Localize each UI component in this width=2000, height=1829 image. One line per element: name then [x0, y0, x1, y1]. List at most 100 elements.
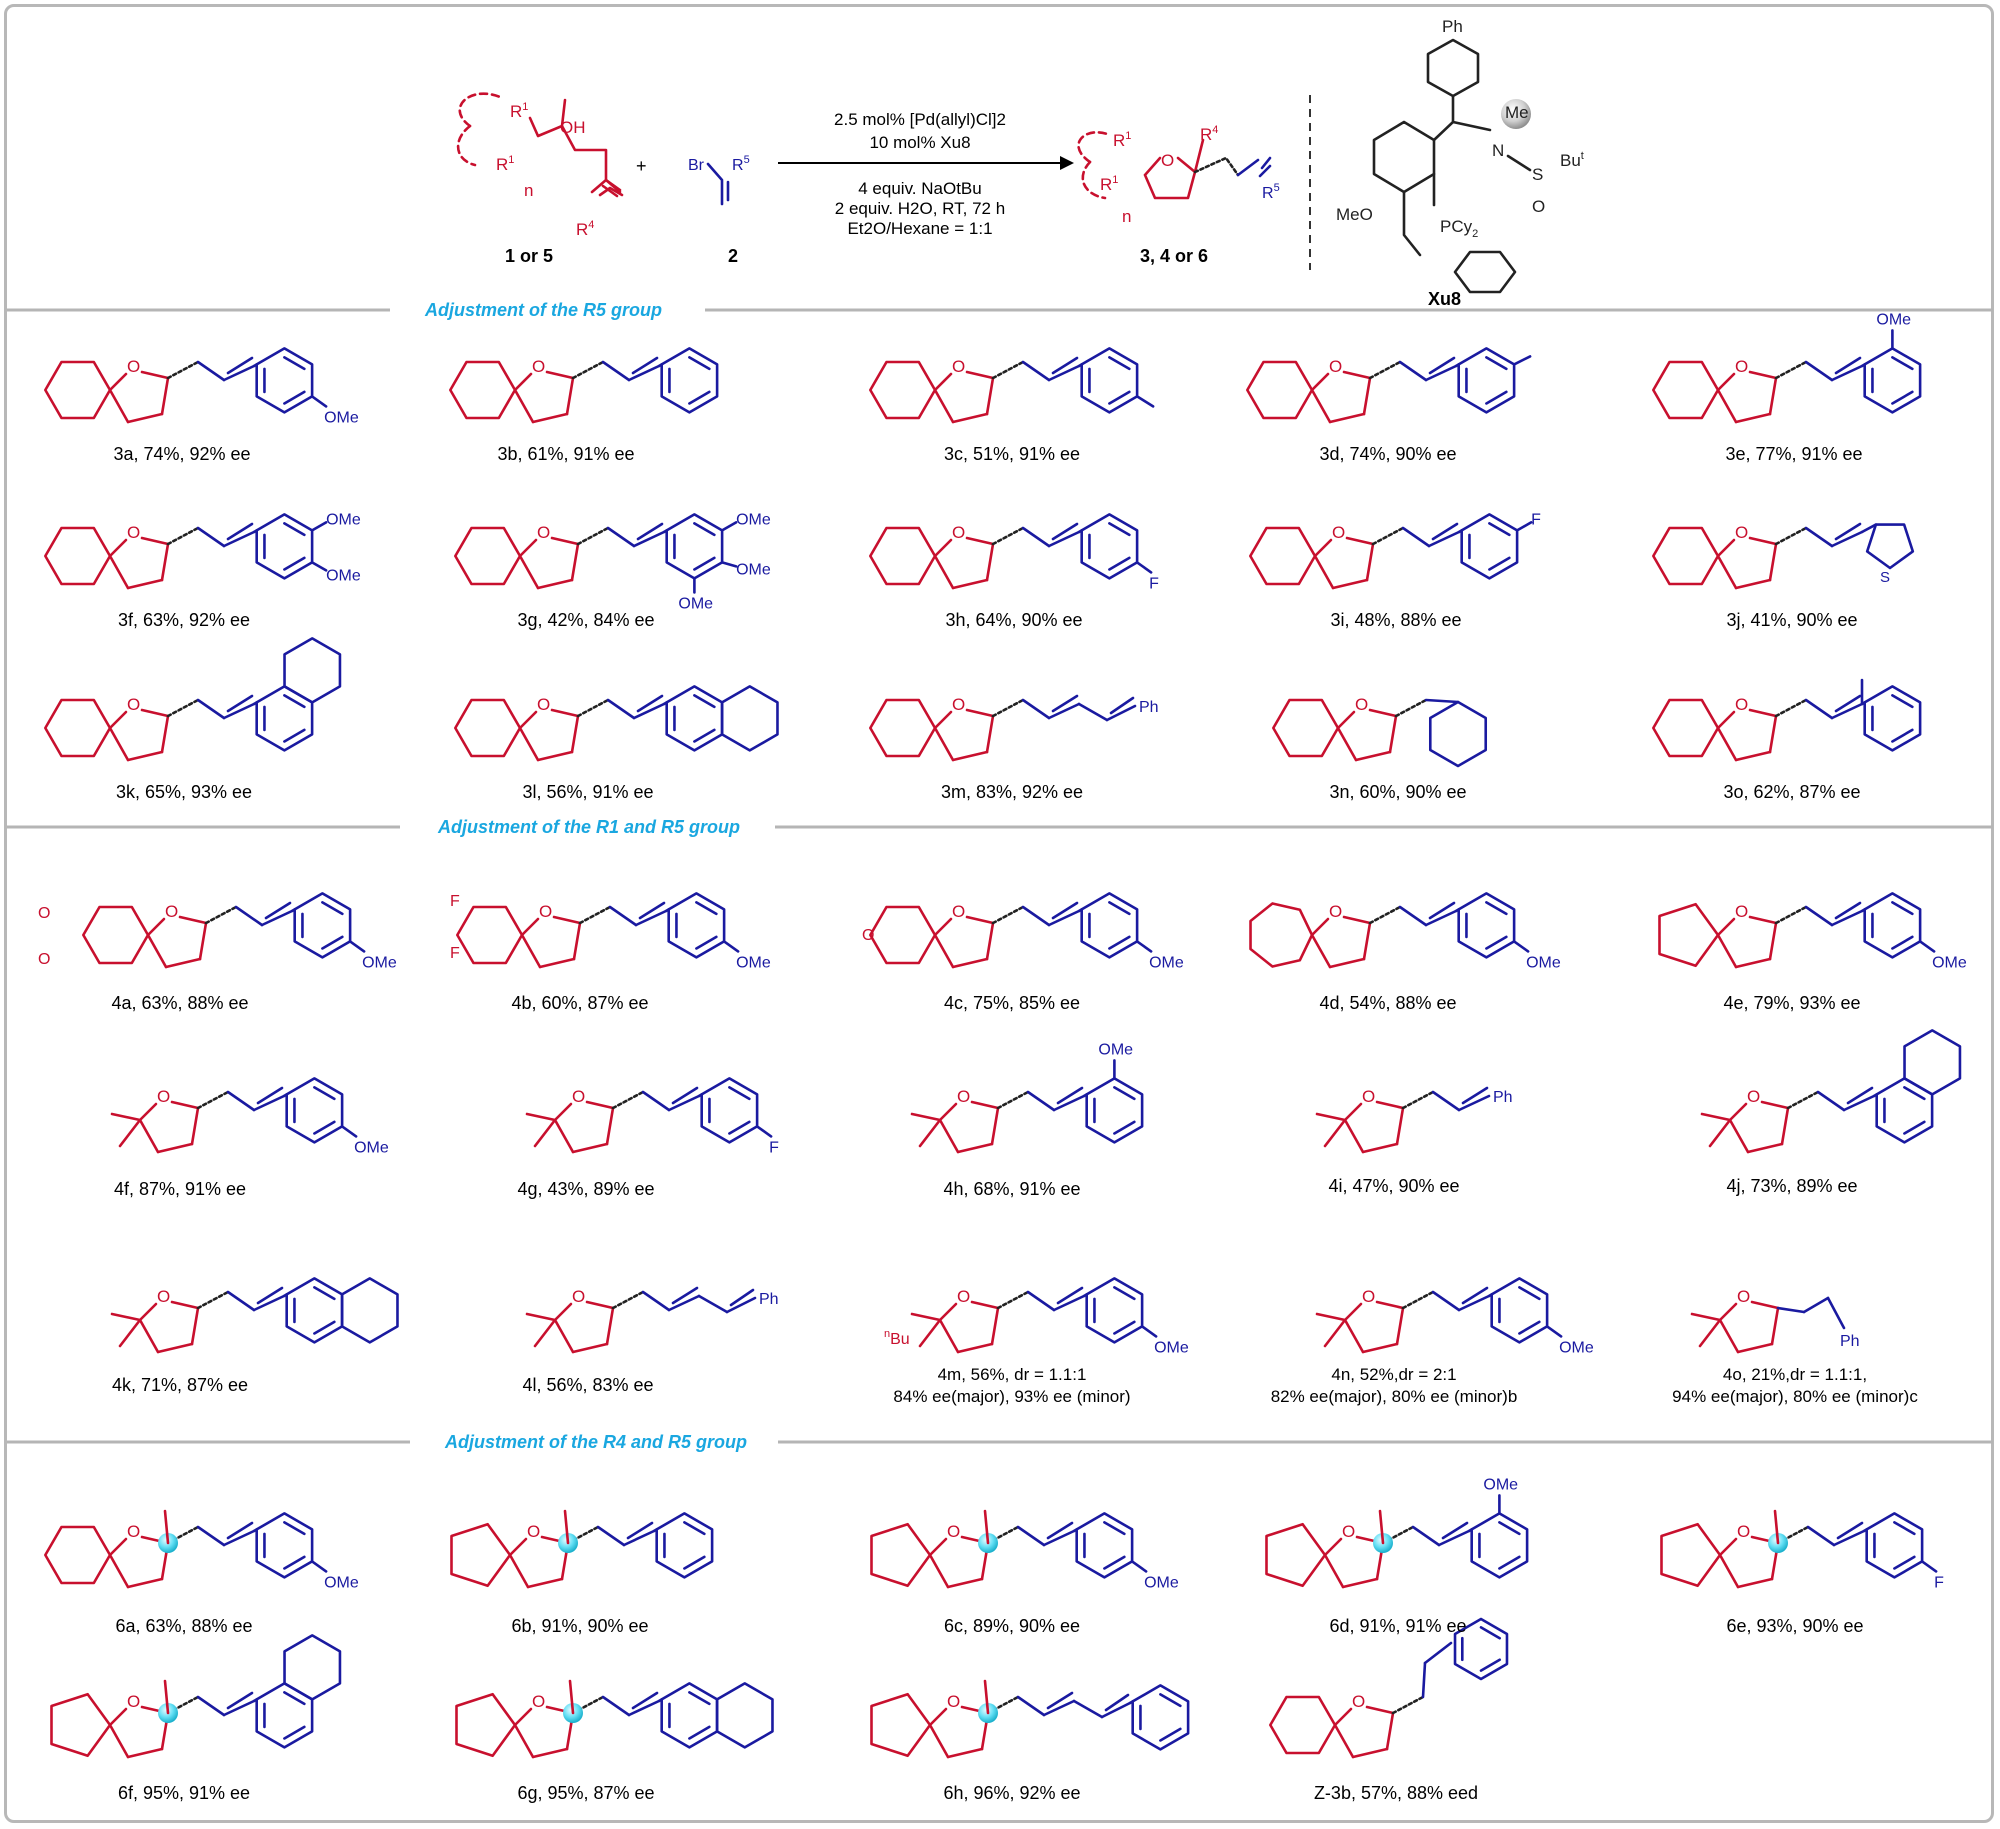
ligand-label: Xu8 [1428, 289, 1461, 309]
svg-text:O: O [38, 951, 50, 968]
reactant-1: R1 OH R1 n R4 1 or 5 [456, 92, 624, 266]
atom-R5: R5 [732, 154, 750, 174]
structure-4e: O OMe [1658, 892, 1967, 971]
svg-text:OMe: OMe [362, 954, 397, 971]
label-6c: 6c, 89%, 90% ee [944, 1616, 1080, 1636]
svg-text:OMe: OMe [736, 954, 771, 971]
label-4a: 4a, 63%, 88% ee [111, 993, 248, 1013]
svg-text:Ph: Ph [1493, 1089, 1513, 1106]
structure-4g: OF [525, 1077, 779, 1156]
label-3c: 3c, 51%, 91% ee [944, 444, 1080, 464]
atom-But: But [1560, 150, 1584, 170]
atom-Me: Me [1505, 103, 1529, 122]
structure-3n: O [1272, 695, 1488, 768]
svg-text:O: O [862, 927, 874, 944]
atom-O: O [1161, 151, 1174, 170]
svg-text:O: O [539, 902, 552, 921]
atom-MeO: MeO [1336, 205, 1373, 224]
svg-text:F: F [1531, 511, 1541, 528]
svg-text:O: O [952, 695, 965, 714]
atom-R5: R5 [1262, 182, 1280, 202]
structure-3d: O [1246, 347, 1532, 424]
structure-4l: O Ph [525, 1286, 779, 1354]
svg-text:Ph: Ph [1840, 1333, 1860, 1350]
label-3b: 3b, 61%, 91% ee [497, 444, 634, 464]
label-4e: 4e, 79%, 93% ee [1723, 993, 1860, 1013]
atom-S: S [1532, 165, 1543, 184]
svg-text:O: O [947, 1692, 960, 1711]
svg-text:O: O [1735, 523, 1748, 542]
svg-text:O: O [127, 1522, 140, 1541]
section-title-r1-r5: Adjustment of the R1 and R5 group [437, 817, 740, 837]
plus-sign: + [636, 156, 647, 176]
svg-text:OMe: OMe [326, 511, 361, 528]
svg-text:O: O [1747, 1087, 1760, 1106]
structure-6f: O [50, 1634, 342, 1759]
svg-text:O: O [952, 902, 965, 921]
svg-text:OMe: OMe [1932, 954, 1967, 971]
svg-text:O: O [1737, 1287, 1750, 1306]
svg-text:O: O [127, 1692, 140, 1711]
svg-text:O: O [1355, 695, 1368, 714]
atom-Br: Br [688, 157, 705, 174]
label-6b: 6b, 91%, 90% ee [511, 1616, 648, 1636]
reactant-2-label: 2 [728, 246, 738, 266]
structure-4o: O Ph [1690, 1287, 1860, 1354]
label-3d: 3d, 74%, 90% ee [1319, 444, 1456, 464]
structure-4i: O Ph [1315, 1086, 1513, 1154]
atom-R1: R1 [510, 101, 528, 121]
svg-text:O: O [572, 1087, 585, 1106]
label-4m: 4m, 56%, dr = 1.1:1 [938, 1365, 1087, 1384]
atom-n: n [1122, 207, 1131, 226]
figure-frame [4, 4, 1994, 1823]
svg-text:nBu: nBu [884, 1328, 910, 1348]
structure-3j: OS [1652, 522, 1915, 590]
atom-PCy2: PCy2 [1440, 217, 1478, 240]
svg-text:O: O [1735, 902, 1748, 921]
structure-3k: O [44, 637, 342, 762]
stereo-marker [1501, 99, 1531, 129]
reaction-arrow [778, 156, 1074, 170]
svg-text:O: O [537, 695, 550, 714]
svg-text:OMe: OMe [1876, 311, 1911, 328]
structure-3b: O [449, 347, 719, 424]
label-3o: 3o, 62%, 87% ee [1723, 782, 1860, 802]
atom-OH: OH [560, 118, 586, 137]
svg-text:O: O [572, 1287, 585, 1306]
condition-5: Et2O/Hexane = 1:1 [847, 219, 992, 238]
label-6h: 6h, 96%, 92% ee [943, 1783, 1080, 1803]
product-label: 3, 4 or 6 [1140, 246, 1208, 266]
label-4k: 4k, 71%, 87% ee [112, 1375, 248, 1395]
svg-text:OMe: OMe [1559, 1339, 1594, 1356]
svg-text:O: O [957, 1287, 970, 1306]
label-4h: 4h, 68%, 91% ee [943, 1179, 1080, 1199]
conditions: 2.5 mol% [Pd(allyl)Cl]2 10 mol% Xu8 4 eq… [834, 110, 1006, 238]
svg-text:O: O [1362, 1087, 1375, 1106]
svg-text:O: O [165, 902, 178, 921]
label-4i: 4i, 47%, 90% ee [1328, 1176, 1459, 1196]
structure-6g: O [455, 1679, 774, 1759]
label-4c: 4c, 75%, 85% ee [944, 993, 1080, 1013]
structure-3l: O [454, 685, 779, 762]
svg-text:OMe: OMe [1149, 954, 1184, 971]
atom-R1-b: R1 [1100, 174, 1118, 194]
atom-n: n [524, 181, 533, 200]
svg-text:O: O [1362, 1287, 1375, 1306]
label-6e: 6e, 93%, 90% ee [1726, 1616, 1863, 1636]
label-3f: 3f, 63%, 92% ee [118, 610, 250, 630]
svg-text:OMe: OMe [1098, 1041, 1133, 1058]
svg-text:O: O [952, 357, 965, 376]
svg-text:O: O [1332, 523, 1345, 542]
label-3n: 3n, 60%, 90% ee [1329, 782, 1466, 802]
svg-text:Ph: Ph [759, 1291, 779, 1308]
label-4l: 4l, 56%, 83% ee [522, 1375, 653, 1395]
atom-O: O [1532, 197, 1545, 216]
svg-text:O: O [127, 695, 140, 714]
structure-6e: OF [1660, 1509, 1944, 1591]
svg-text:O: O [38, 905, 50, 922]
